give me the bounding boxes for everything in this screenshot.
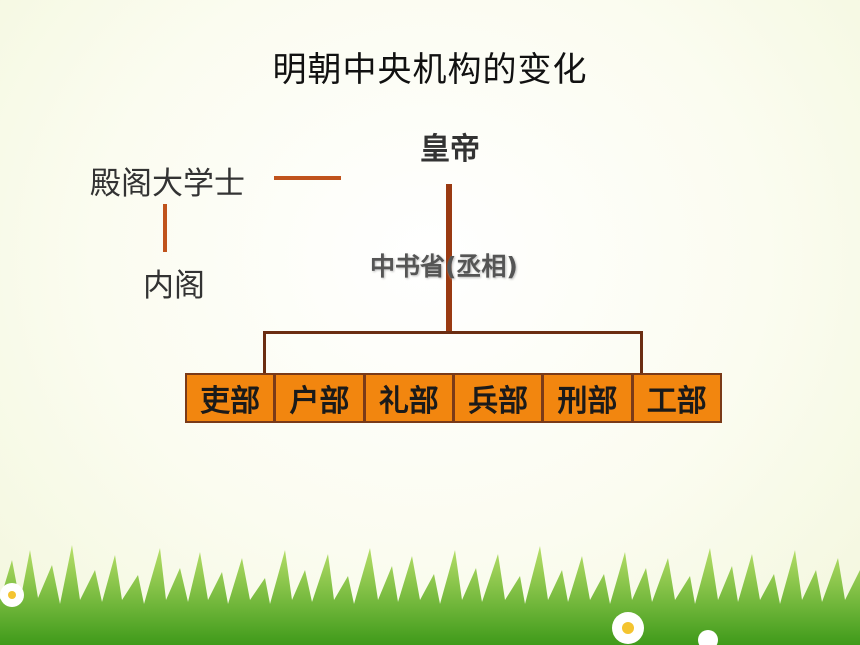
cabinet-label: 内阁 — [143, 268, 205, 304]
cabinet-connector — [163, 204, 167, 252]
slide-title: 明朝中央机构的变化 — [272, 50, 588, 90]
department-xing: 刑部 — [544, 375, 634, 421]
department-li: 吏部 — [187, 375, 277, 421]
grand-secretary-label: 殿阁大学士 — [90, 166, 245, 202]
emperor-label: 皇帝 — [420, 132, 480, 167]
department-gong: 工部 — [646, 384, 707, 419]
department-lii: 礼部 — [366, 375, 455, 421]
six-departments: 吏部 户部 礼部 兵部 刑部 工部 — [185, 373, 722, 423]
emperor-vertical-line — [446, 184, 452, 334]
department-hu: 户部 — [276, 375, 366, 421]
secretariat-label: 中书省(丞相) — [370, 252, 518, 281]
department-bing: 兵部 — [455, 375, 545, 421]
grand-secretary-connector — [274, 176, 341, 180]
grass-border — [0, 545, 860, 645]
departments-bracket — [263, 331, 643, 373]
